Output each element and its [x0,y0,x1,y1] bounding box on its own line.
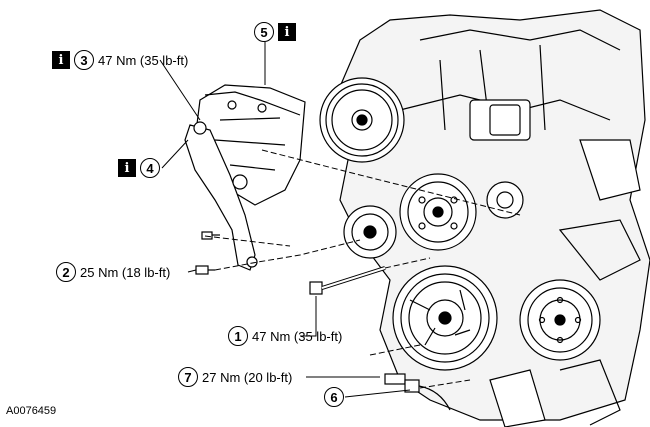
callout-4: i 4 [118,158,160,178]
power-steering-pulley [319,77,405,163]
callout-1: 1 47 Nm (35 lb-ft) [228,326,342,346]
info-icon: i [278,23,296,41]
callout-3: i 3 47 Nm (35 lb-ft) [52,50,188,70]
torque-spec-2: 25 Nm (18 lb-ft) [80,264,171,280]
torque-spec-7: 27 Nm (20 lb-ft) [202,369,293,385]
bracket-arm [184,121,258,271]
callout-number-1: 1 [228,326,248,346]
callout-6: 6 [324,387,344,407]
bolt-1 [309,266,386,295]
callout-number-5: 5 [254,22,274,42]
callout-2: 2 25 Nm (18 lb-ft) [56,262,170,282]
tensioner-pulley [399,173,477,251]
callout-5: 5 i [254,22,296,42]
info-icon: i [118,159,136,177]
crankshaft-pulley [392,265,498,371]
callout-number-7: 7 [178,367,198,387]
callout-7: 7 27 Nm (20 lb-ft) [178,367,292,387]
figure-id: A0076459 [6,405,57,417]
callout-number-6: 6 [324,387,344,407]
info-icon: i [52,51,70,69]
bolt-2 [195,265,215,275]
bolt-small [201,231,220,240]
sensor [384,373,451,411]
callout-number-3: 3 [74,50,94,70]
idler-pulley [343,205,397,259]
callout-number-2: 2 [56,262,76,282]
torque-spec-1: 47 Nm (35 lb-ft) [252,328,343,344]
callout-number-4: 4 [140,158,160,178]
torque-spec-3: 47 Nm (35 lb-ft) [98,52,189,68]
ac-compressor-pulley [519,279,601,361]
